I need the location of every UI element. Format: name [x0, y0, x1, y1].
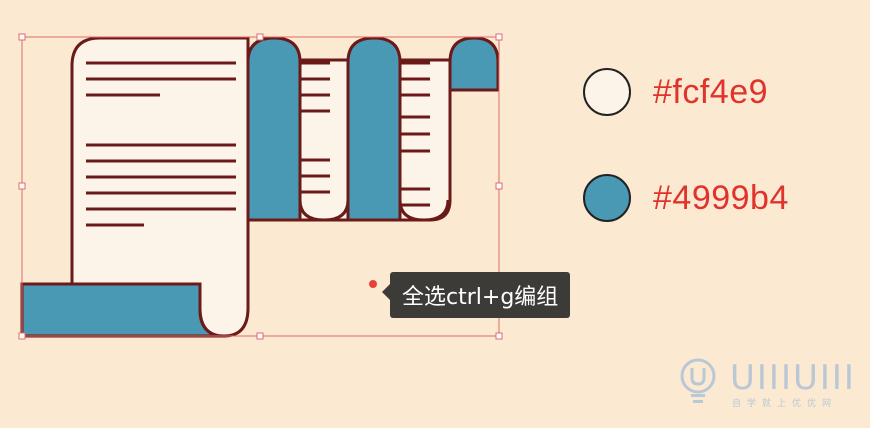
left-curl-shape[interactable]: [20, 282, 227, 338]
swatch-paper-circle: [583, 68, 631, 116]
swatch-blue: #4999b4: [583, 174, 789, 222]
blue-column-2[interactable]: [346, 36, 402, 222]
tooltip-text: 全选ctrl+g编组: [402, 285, 559, 310]
instruction-tooltip: 全选ctrl+g编组: [381, 272, 571, 318]
watermark-brand: UIIIUIII: [730, 358, 856, 398]
selection-box[interactable]: [18, 33, 503, 340]
fold-curve-1: [298, 199, 350, 222]
fold-text-lines: [300, 61, 430, 207]
swatch-blue-label: #4999b4: [653, 178, 789, 217]
resize-handle-ml: [18, 182, 26, 190]
swatch-paper: #fcf4e9: [583, 68, 768, 116]
lightbulb-icon: [680, 358, 716, 403]
resize-handle-mr: [495, 182, 503, 190]
resize-handle-tl: [18, 33, 26, 41]
paper-text-lines: [86, 61, 236, 227]
resize-handle-tr: [495, 33, 503, 41]
resize-handle-br: [495, 332, 503, 340]
resize-handle-tm: [256, 33, 264, 41]
blue-column-1[interactable]: [246, 36, 302, 222]
right-tab-shape[interactable]: [448, 36, 500, 92]
swatch-blue-circle: [583, 174, 631, 222]
watermark-subtitle: 自学就上优优网: [732, 399, 838, 409]
resize-handle-bl: [18, 332, 26, 340]
cursor-dot: [369, 280, 377, 288]
resize-handle-bm: [256, 332, 264, 340]
paper-sheet[interactable]: [70, 36, 250, 338]
fold-curve-2: [398, 199, 450, 222]
swatch-paper-label: #fcf4e9: [653, 72, 769, 111]
